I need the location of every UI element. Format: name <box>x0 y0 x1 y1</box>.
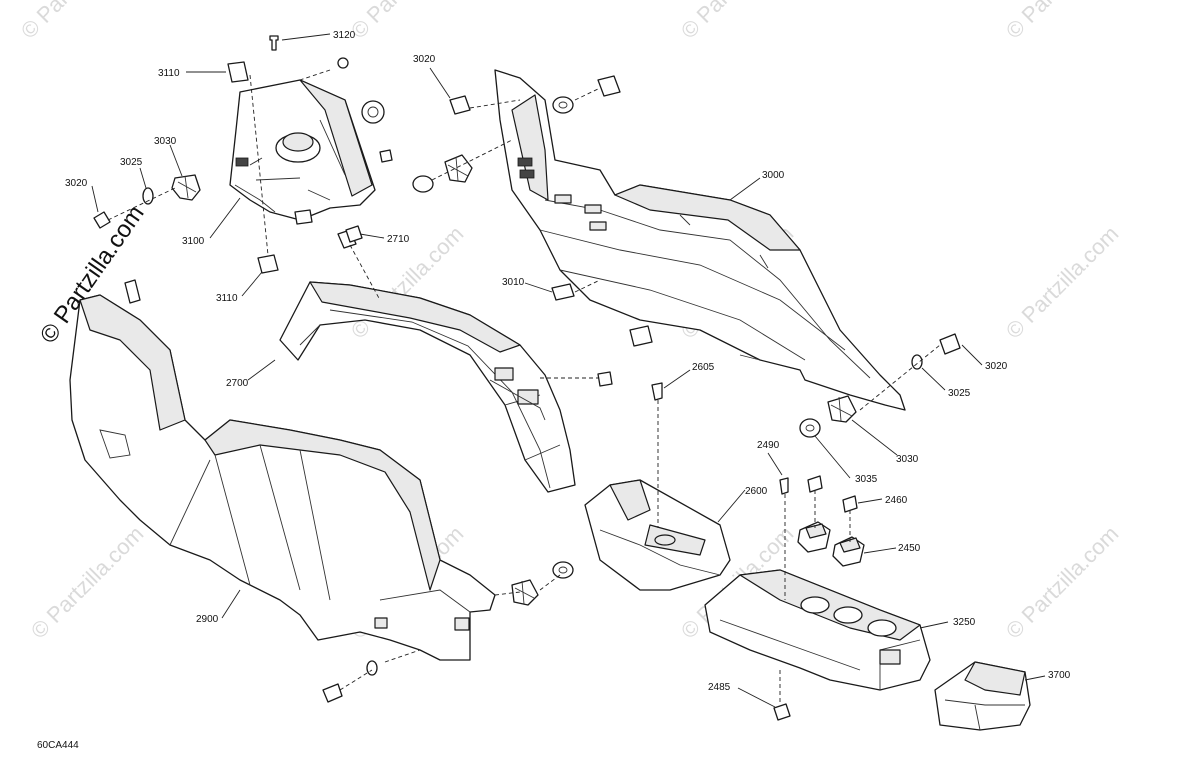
washer-icon <box>799 418 821 438</box>
callout-3035[interactable]: 3035 <box>855 474 878 485</box>
callout-3030-left[interactable]: 3030 <box>154 136 177 147</box>
washer-icon <box>142 187 154 205</box>
callout-2490[interactable]: 2490 <box>757 440 780 451</box>
callout-3250[interactable]: 3250 <box>953 617 976 628</box>
callout-3700[interactable]: 3700 <box>1048 670 1071 681</box>
push-rivet-icon <box>171 174 201 201</box>
screw-icon <box>322 683 343 703</box>
washer-icon <box>361 100 385 124</box>
clip-icon <box>773 703 791 721</box>
callout-3110-top[interactable]: 3110 <box>158 68 180 79</box>
callout-2900[interactable]: 2900 <box>196 614 219 625</box>
washer-icon <box>552 96 574 114</box>
callout-2700[interactable]: 2700 <box>226 378 249 389</box>
callout-labels: 3120 3110 3030 3025 3020 3100 3110 3020 … <box>65 30 1071 693</box>
screw-icon <box>651 382 663 401</box>
callout-2600[interactable]: 2600 <box>745 486 768 497</box>
screw-icon <box>807 475 823 493</box>
watermark: © Partzilla.com <box>16 0 139 44</box>
callout-3020-top[interactable]: 3020 <box>413 54 436 65</box>
nut-clip-icon <box>227 61 249 83</box>
callout-3020-right[interactable]: 3020 <box>985 361 1008 372</box>
part-2600-tray[interactable] <box>584 382 731 591</box>
callout-2460[interactable]: 2460 <box>885 495 908 506</box>
callout-3100[interactable]: 3100 <box>182 236 205 247</box>
part-3100-bracket[interactable] <box>229 79 376 221</box>
leader-lines <box>91 33 1046 708</box>
watermark: © Partzilla.com <box>676 0 799 44</box>
nut-clip-icon <box>257 254 279 274</box>
callout-2450[interactable]: 2450 <box>898 543 921 554</box>
screw-icon <box>449 95 471 115</box>
screw-icon <box>597 371 613 387</box>
watermark: © Partzilla.com <box>1001 221 1124 344</box>
screw-icon <box>93 211 111 229</box>
callout-3000[interactable]: 3000 <box>762 170 785 181</box>
callout-3110-bottom[interactable]: 3110 <box>216 293 238 304</box>
callout-2605[interactable]: 2605 <box>692 362 715 373</box>
callout-3030-right[interactable]: 3030 <box>896 454 919 465</box>
screw-icon <box>779 477 789 495</box>
watermark: © Partzilla.com <box>1001 0 1124 44</box>
watermark: © Partzilla.com <box>346 0 469 44</box>
clip-icon <box>345 225 363 243</box>
washer-icon <box>366 660 378 676</box>
push-rivet-icon <box>444 154 473 183</box>
part-3000-panel[interactable] <box>494 69 906 411</box>
callout-3120[interactable]: 3120 <box>333 30 356 41</box>
watermark: © Partzilla.com <box>26 521 149 644</box>
screw-icon <box>842 495 858 513</box>
part-2700-arch[interactable] <box>279 281 576 493</box>
screw-icon <box>597 75 621 97</box>
washer-icon <box>552 561 574 579</box>
callout-2710[interactable]: 2710 <box>387 234 410 245</box>
callout-3020-left[interactable]: 3020 <box>65 178 88 189</box>
callout-3025-left[interactable]: 3025 <box>120 157 143 168</box>
fastener-group-left <box>93 35 393 274</box>
screw-head-icon <box>337 57 349 69</box>
screw-icon <box>379 149 393 163</box>
washer-icon <box>412 175 434 193</box>
part-3250-console[interactable] <box>704 475 931 721</box>
fastener-group-lower <box>322 371 613 703</box>
clip-icon <box>551 283 575 301</box>
part-3700-lid[interactable] <box>934 661 1031 731</box>
part-2900-panel[interactable] <box>69 279 496 661</box>
screw-icon <box>269 35 279 51</box>
screw-icon <box>939 333 961 355</box>
fastener-group-right <box>412 75 961 438</box>
callout-3025-right[interactable]: 3025 <box>948 388 971 399</box>
push-rivet-icon <box>511 579 539 606</box>
callout-3010[interactable]: 3010 <box>502 277 525 288</box>
watermark: © Partzilla.com <box>1001 521 1124 644</box>
callout-2485[interactable]: 2485 <box>708 682 731 693</box>
diagram-code: 60CA444 <box>37 740 79 751</box>
push-rivet-icon <box>827 395 857 423</box>
washer-icon <box>911 354 923 370</box>
nut-clip-icon <box>294 209 313 225</box>
